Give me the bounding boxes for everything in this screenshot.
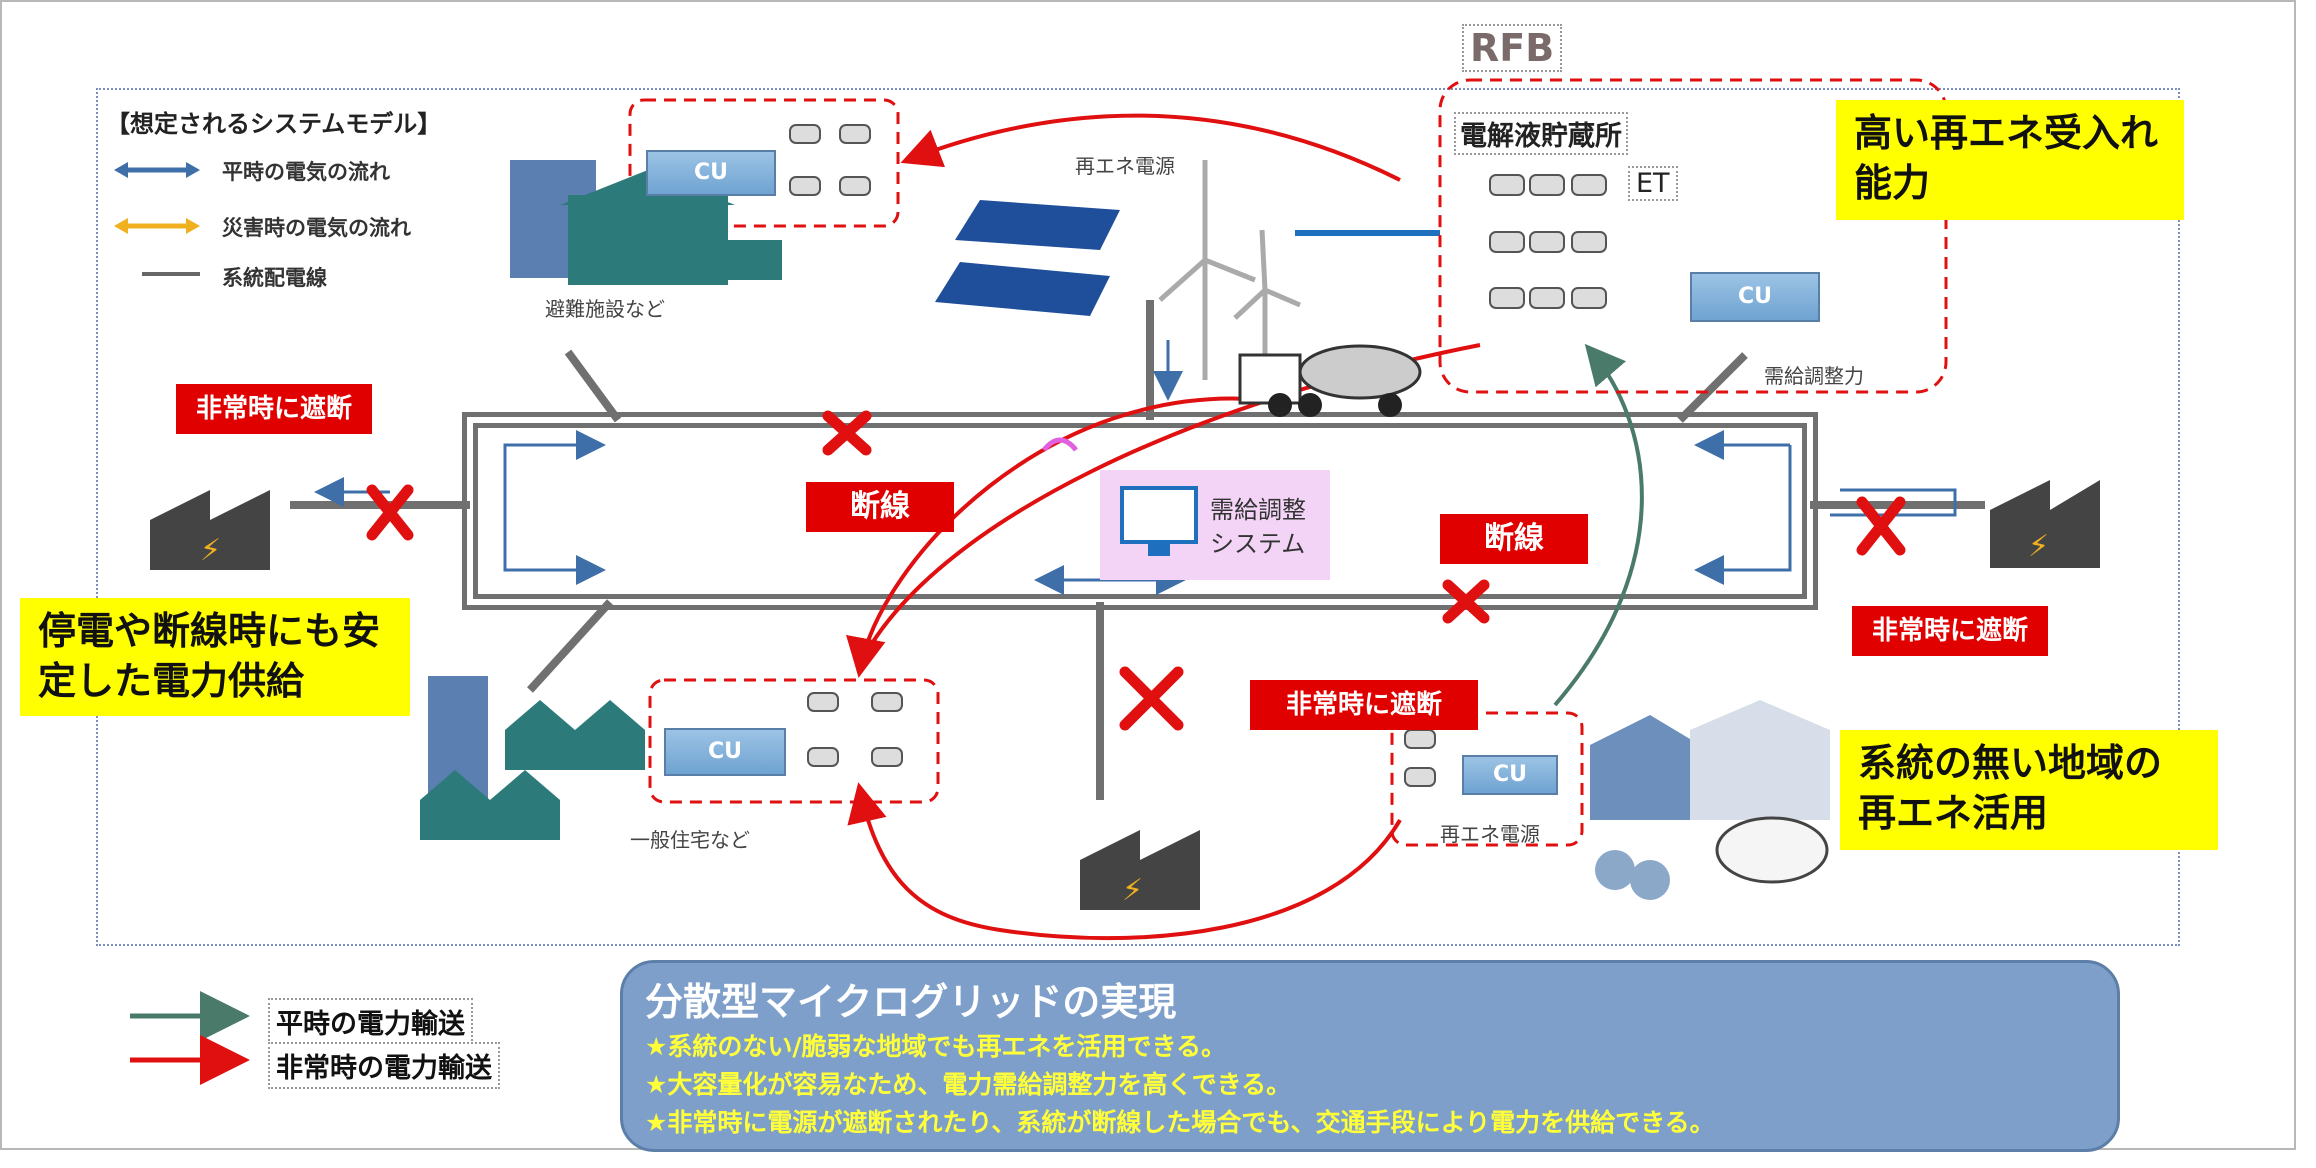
callout-no-grid-area-line2: 再エネ活用 xyxy=(1858,791,2049,835)
control-system-line2: システム xyxy=(1210,530,1306,558)
grid-ring xyxy=(462,412,1818,610)
et-tank-icons xyxy=(789,124,1607,787)
callout-no-grid-area-line1: 系統の無い地域の xyxy=(1858,741,2163,785)
callout-stable-supply-line2: 定した電力供給 xyxy=(38,659,305,703)
callout-stable-supply-line1: 停電や断線時にも安 xyxy=(38,609,381,653)
renewable-bottom-label: 再エネ電源 xyxy=(1440,822,1540,846)
housing-label: 一般住宅など xyxy=(630,828,750,852)
evacuation-label: 避難施設など xyxy=(545,297,665,321)
houses-icon xyxy=(420,676,645,840)
cross-marks xyxy=(366,410,1906,731)
solar-panel-icon xyxy=(935,200,1120,316)
cutoff-badge-bottom: 非常時に遮断 xyxy=(1250,680,1478,730)
svg-text:⚡: ⚡ xyxy=(200,533,221,568)
legend-top-symbols xyxy=(114,162,200,276)
cutoff-badge-right: 非常時に遮断 xyxy=(1852,606,2048,656)
rfb-label: RFB xyxy=(1462,24,1563,72)
power-plant-icons: ⚡ ⚡ ⚡ xyxy=(150,480,2100,910)
bottom-legend-emergency: 非常時の電力輸送 xyxy=(268,1042,500,1089)
wind-turbine-icon xyxy=(1158,160,1301,380)
rural-cu-group xyxy=(1390,711,1584,847)
rfb-et-label: ET xyxy=(1628,166,1678,201)
callout-no-grid-area: 系統の無い地域の 再エネ活用 xyxy=(1840,730,2218,850)
house-cu-group xyxy=(648,678,940,804)
model-title: 【想定されるシステムモデル】 xyxy=(106,110,442,138)
callout-high-renewable-line2: 能力 xyxy=(1854,161,1931,205)
break-badge-left: 断線 xyxy=(806,482,954,532)
svg-text:⚡: ⚡ xyxy=(1122,873,1143,908)
renewable-top-label: 再エネ電源 xyxy=(1075,154,1175,178)
callout-stable-supply: 停電や断線時にも安 定した電力供給 xyxy=(20,598,410,716)
legend-normal-flow: 平時の電気の流れ xyxy=(222,160,390,184)
cu-box-rfb: CU xyxy=(1690,272,1820,322)
evacuation-building-icon xyxy=(510,160,782,285)
evac-cu-group xyxy=(628,98,900,228)
wireless-icon xyxy=(1042,437,1078,452)
rfb-capacity-label: 需給調整力 xyxy=(1764,364,1864,388)
legend-grid-line: 系統配電線 xyxy=(222,266,327,290)
system-model-box xyxy=(96,88,2180,946)
summary-title: 分散型マイクログリッドの実現 xyxy=(645,980,1177,1024)
cu-box-housing: CU xyxy=(664,728,786,776)
callout-high-renewable: 高い再エネ受入れ 能力 xyxy=(1836,100,2184,220)
bottom-legend-normal: 平時の電力輸送 xyxy=(268,998,473,1045)
cu-box-rural: CU xyxy=(1462,755,1558,795)
svg-text:⚡: ⚡ xyxy=(2028,529,2049,564)
summary-box: 分散型マイクログリッドの実現 ★系統のない/脆弱な地域でも再エネを活用できる。 … xyxy=(620,960,2120,1152)
control-system-line1: 需給調整 xyxy=(1210,496,1306,524)
tanker-truck-icon xyxy=(1238,344,1422,417)
break-badge-right: 断線 xyxy=(1440,514,1588,564)
summary-item-2: ★大容量化が容易なため、電力需給調整力を高くできる。 xyxy=(645,1070,1292,1099)
rfb-dashed-group xyxy=(1438,78,1948,394)
cutoff-badge-left: 非常時に遮断 xyxy=(176,384,372,434)
cu-box-evacuation: CU xyxy=(646,150,776,196)
control-monitor-icon xyxy=(1100,470,1330,580)
bottom-legend-symbols xyxy=(130,991,250,1085)
normal-transport-arrow xyxy=(1553,343,1644,707)
callout-high-renewable-line1: 高い再エネ受入れ xyxy=(1854,111,2159,155)
legend-disaster-flow: 災害時の電気の流れ xyxy=(222,216,411,240)
farm-barn-icon xyxy=(1590,700,1830,900)
summary-item-1: ★系統のない/脆弱な地域でも再エネを活用できる。 xyxy=(645,1032,1227,1061)
rfb-storage-label: 電解液貯蔵所 xyxy=(1454,112,1628,155)
summary-item-3: ★非常時に電源が遮断されたり、系統が断線した場合でも、交通手段により電力を供給で… xyxy=(645,1108,1715,1137)
